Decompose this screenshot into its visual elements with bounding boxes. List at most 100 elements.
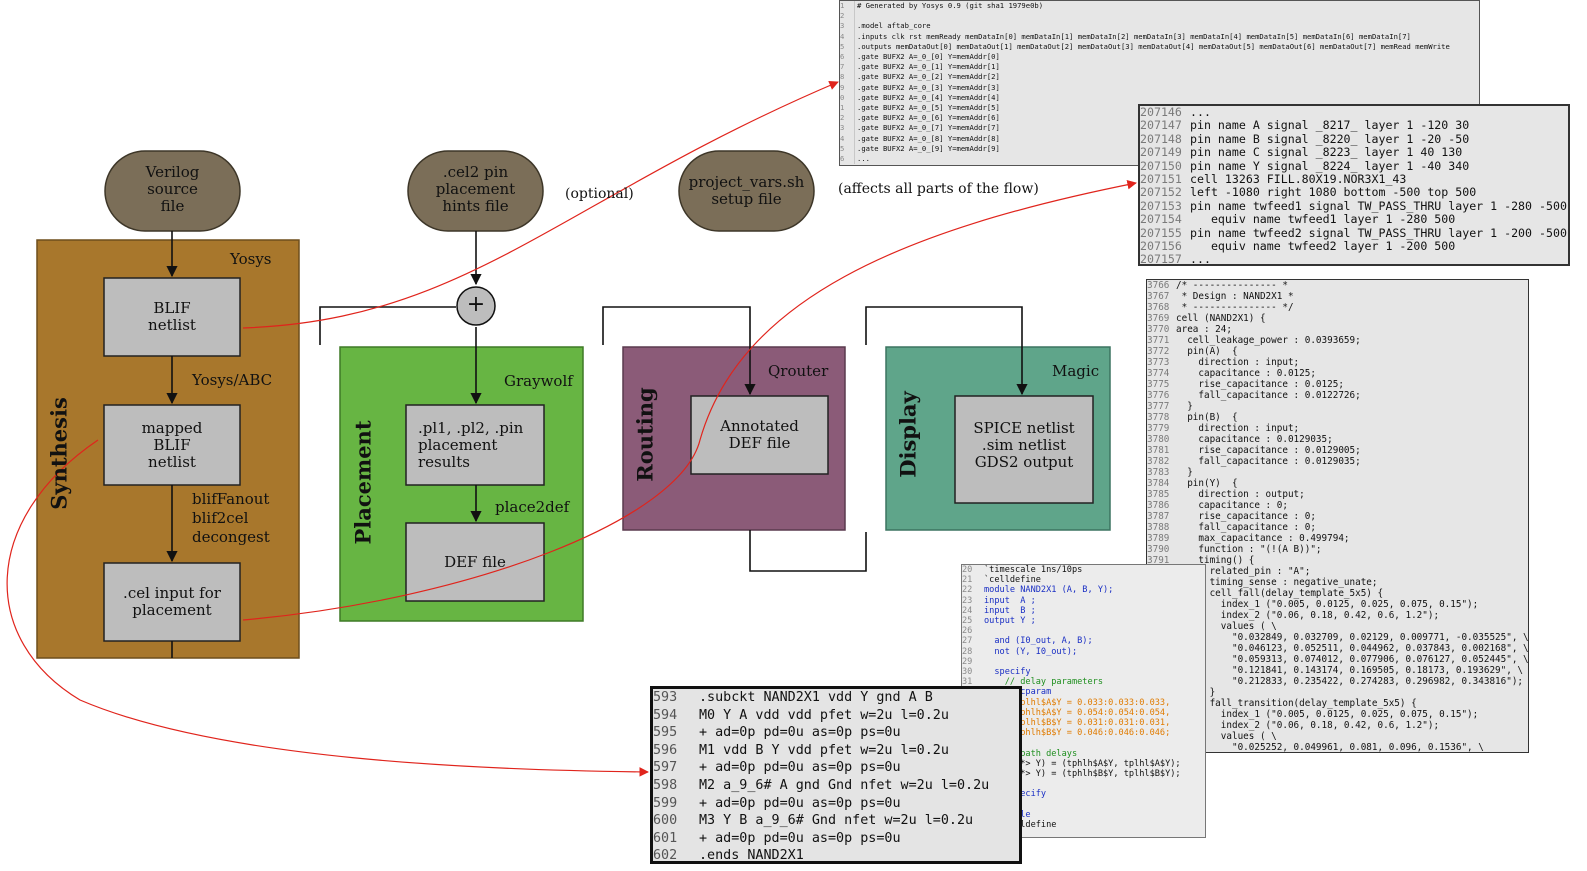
line-number: 3775: [1147, 379, 1170, 390]
line-text: left -1080 right 1080 bottom -500 top 50…: [1190, 185, 1477, 200]
code-line: 0.gate BUFX2 A=_0_[4] Y=memAddr[4]: [840, 92, 1479, 104]
line-number: 29: [962, 656, 973, 667]
line-text: timing() {: [1176, 555, 1255, 566]
line-text: specparam: [1004, 687, 1052, 698]
line-number: 28: [962, 646, 973, 657]
line-text: `celldefine: [984, 575, 1041, 586]
code-line: 597+ ad=0p pd=0u as=0p ps=0u: [653, 759, 1019, 777]
line-text: input A ;: [984, 595, 1036, 606]
code-line: 6.gate BUFX2 A=_0_[0] Y=memAddr[0]: [840, 52, 1479, 63]
annotated-def-label: Annotated DEF file: [720, 417, 799, 452]
code-line: 3778 pin(B) {: [1147, 412, 1528, 423]
line-text: .inputs clk rst memReady memDataIn[0] me…: [857, 31, 1411, 41]
line-number: 8: [840, 72, 855, 83]
line-number: 3: [840, 123, 855, 134]
line-number: 3773: [1147, 357, 1170, 368]
code-line: 3774 capacitance : 0.0125;: [1147, 368, 1528, 379]
line-number: 27: [962, 636, 973, 647]
code-line: 601+ ad=0p pd=0u as=0p ps=0u: [653, 830, 1019, 848]
line-number: 207156: [1140, 239, 1182, 254]
line-number: 3778: [1147, 412, 1170, 423]
liberty-code-snippet: 3766/* --------------- *3767 * Design : …: [1146, 279, 1529, 753]
line-number: 3787: [1147, 511, 1170, 522]
code-line: index_1 ("0.005, 0.0125, 0.025, 0.075, 0…: [1147, 599, 1528, 610]
line-text: direction : input;: [1176, 423, 1300, 434]
code-line: 3790 function : "(!(A B))";: [1147, 544, 1528, 555]
code-line: 3.model aftab_core: [840, 21, 1479, 32]
line-text: * --------------- */: [1176, 302, 1294, 313]
line-number: 207147: [1140, 118, 1182, 133]
line-number: 3789: [1147, 533, 1170, 544]
line-number: 9: [840, 82, 855, 93]
line-text: cell (NAND2X1) {: [1176, 313, 1266, 324]
code-line: 602.ends NAND2X1: [653, 847, 1019, 864]
line-number: 3774: [1147, 368, 1170, 379]
line-number: 3784: [1147, 478, 1170, 489]
line-number: 0: [840, 92, 855, 104]
line-text: "0.025252, 0.049961, 0.081, 0.096, 0.153…: [1176, 742, 1484, 753]
code-line: 3768 * --------------- */: [1147, 302, 1528, 313]
line-number: 25: [962, 616, 973, 627]
line-number: 3: [840, 21, 855, 32]
code-line: 3773 direction : input;: [1147, 357, 1528, 368]
line-number: 3783: [1147, 467, 1170, 478]
code-line: 3767 * Design : NAND2X1 *: [1147, 291, 1528, 302]
code-line: 25 output Y ;: [962, 616, 1205, 626]
code-line: 3784 pin(Y) {: [1147, 478, 1528, 489]
line-number: 2: [840, 113, 855, 124]
line-text: M1 vdd B Y vdd pfet w=2u l=0.2u: [699, 742, 949, 758]
spice-output-box: [954, 395, 1094, 504]
line-number: 207150: [1140, 158, 1182, 173]
code-line: 4.inputs clk rst memReady memDataIn[0] m…: [840, 31, 1479, 42]
code-line: 599+ ad=0p pd=0u as=0p ps=0u: [653, 795, 1019, 813]
line-text: "0.121841, 0.143174, 0.169505, 0.18173, …: [1176, 665, 1524, 676]
code-line: 1.gate BUFX2 A=_0_[5] Y=memAddr[5]: [840, 103, 1479, 114]
annotated-def-box: [690, 395, 829, 475]
code-line: 596 M1 vdd B Y vdd pfet w=2u l=0.2u: [653, 742, 1019, 760]
line-number: 602: [653, 848, 678, 864]
line-text: tphlh$B$Y = 0.046:0.046:0.046;: [984, 728, 1171, 739]
line-number: 596: [653, 742, 678, 758]
code-line: related_pin : "A";: [1147, 566, 1528, 577]
line-number: 3771: [1147, 335, 1170, 346]
blif-tools-label: blifFanout blif2cel decongest: [192, 490, 270, 546]
line-text: pin name C signal _8223_ layer 1 40 130: [1190, 145, 1463, 160]
def-file-label: DEF file: [444, 553, 506, 571]
line-number: 207149: [1140, 145, 1182, 160]
line-number: 594: [653, 707, 678, 723]
line-number: 207146: [1140, 105, 1182, 119]
blif-netlist-label: BLIF netlist: [148, 299, 196, 334]
line-text: .model aftab_core: [857, 21, 931, 31]
line-number: 6: [840, 154, 855, 165]
code-line: 3785 direction : output;: [1147, 489, 1528, 500]
code-line: 4.gate BUFX2 A=_0_[8] Y=memAddr[8]: [840, 133, 1479, 144]
line-text: "0.046123, 0.052511, 0.044962, 0.037843,…: [1176, 643, 1529, 654]
line-number: 207155: [1140, 225, 1182, 240]
line-number: 3782: [1147, 456, 1170, 467]
line-text: .gate BUFX2 A=_0_[9] Y=memAddr[9]: [857, 143, 1000, 153]
magic-label: Magic: [1052, 362, 1100, 380]
line-number: 1: [840, 1, 855, 12]
line-text: .gate BUFX2 A=_0_[3] Y=memAddr[3]: [857, 82, 1000, 92]
line-text: }: [1209, 687, 1216, 698]
code-line: 3787 rise_capacitance : 0;: [1147, 511, 1528, 522]
line-text: output Y ;: [984, 616, 1036, 627]
line-text: values ( \: [1176, 621, 1277, 632]
line-text: + ad=0p pd=0u as=0p ps=0u: [699, 760, 901, 776]
code-line: timing_sense : negative_unate;: [1147, 577, 1528, 588]
line-text: index_1 ("0.005, 0.0125, 0.025, 0.075, 0…: [1176, 599, 1479, 610]
line-text: .gate BUFX2 A=_0_[6] Y=memAddr[6]: [857, 113, 1000, 123]
code-line: 27 and (I0_out, A, B);: [962, 636, 1205, 646]
line-text: rise_capacitance : 0.0125;: [1176, 379, 1344, 390]
line-number: 20: [962, 565, 973, 575]
merge-symbol: +: [466, 292, 486, 317]
line-text: index_2 ("0.06, 0.18, 0.42, 0.6, 1.2");: [1176, 720, 1440, 731]
code-line: 3.gate BUFX2 A=_0_[7] Y=memAddr[7]: [840, 123, 1479, 134]
line-text: // delay parameters: [984, 677, 1103, 688]
